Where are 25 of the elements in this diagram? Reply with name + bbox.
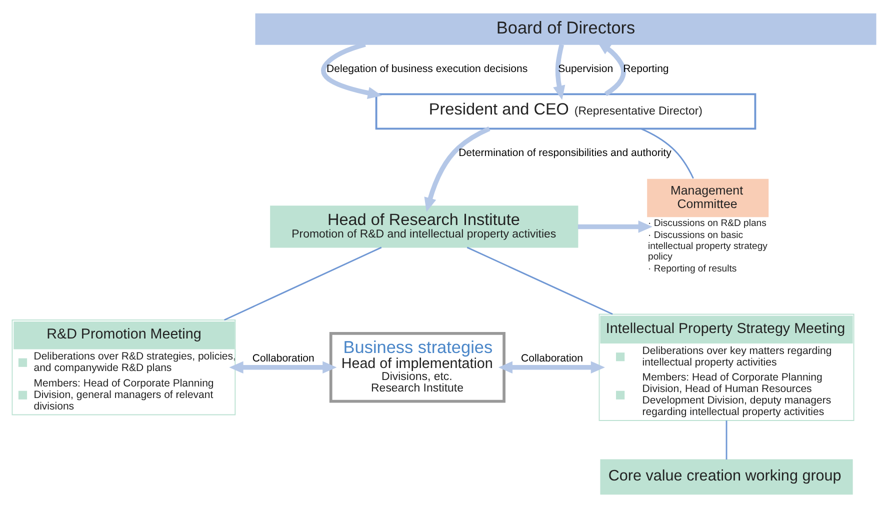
node-box: Business strategies Head of implementation Divisions, etc. Research Institute	[329, 332, 506, 403]
connector	[466, 246, 613, 315]
connector	[726, 420, 728, 460]
edge-label: Collaboration	[521, 352, 583, 364]
arrow	[321, 42, 382, 100]
connector	[640, 128, 694, 179]
node-label: · Discussions on basic intellectual property strategy policy	[648, 230, 768, 262]
arrow	[578, 220, 652, 233]
node-box: Board of Directors	[255, 13, 876, 45]
arrow	[553, 44, 566, 100]
edge-label: Delegation of business execution decisions	[326, 63, 528, 76]
edge-label: Collaboration	[252, 352, 314, 364]
arrow	[424, 126, 490, 212]
node-label: · Discussions on R&D plans	[648, 218, 766, 229]
arrow	[229, 361, 337, 374]
edge-label: Reporting	[623, 63, 669, 76]
edge-label: Determination of responsibilities and authority	[458, 147, 672, 160]
node-box: President and CEO (Representative Director)	[375, 93, 756, 130]
node-box: Core value creation working group	[600, 459, 853, 495]
arrow	[498, 361, 605, 374]
node-box: Management Committee	[647, 178, 769, 218]
edge-label: Supervision	[558, 63, 614, 76]
connector	[224, 246, 382, 321]
node-label: · Reporting of results	[648, 264, 737, 275]
node-box: Head of Research Institute Promotion of R&D and intellectual property activities	[270, 206, 578, 248]
